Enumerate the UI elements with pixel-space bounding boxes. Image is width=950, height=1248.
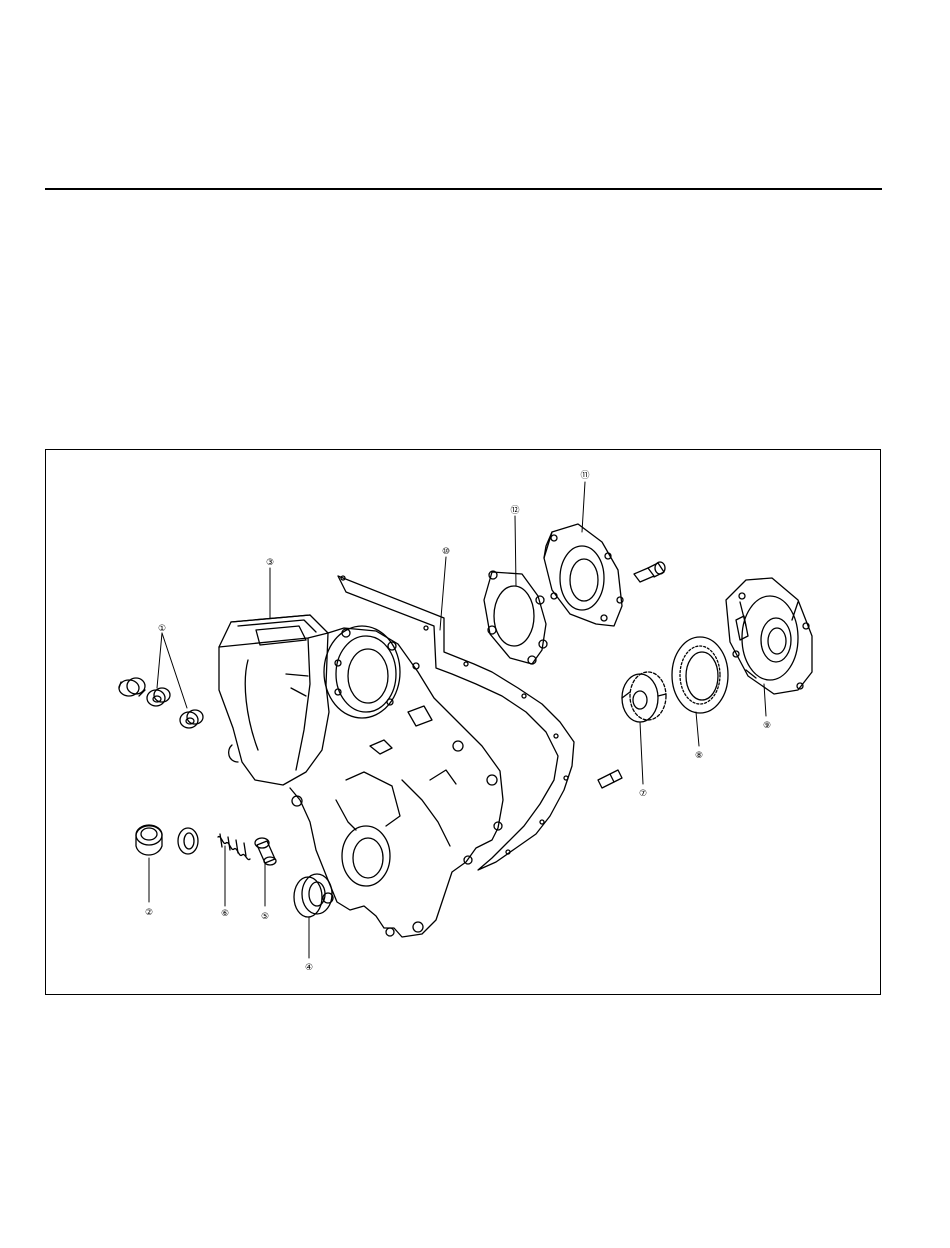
callout-c10: ⑩ <box>442 547 450 557</box>
callout-c1: ① <box>158 624 166 634</box>
part-gear <box>622 672 666 722</box>
leader-lines <box>149 482 766 958</box>
part-cover <box>544 524 623 626</box>
part-washer <box>178 828 198 854</box>
callout-c5: ⑤ <box>261 912 269 922</box>
leader-c8 <box>696 712 699 746</box>
part-gear-case <box>219 615 503 937</box>
callout-c2: ② <box>145 908 153 918</box>
part-pump-body <box>726 578 812 694</box>
part-bushings <box>119 678 203 728</box>
callout-c7: ⑦ <box>639 789 647 799</box>
leader-c7 <box>640 722 643 784</box>
part-gasket <box>338 576 574 870</box>
part-ring-gear <box>672 637 728 713</box>
callout-c6: ⑥ <box>221 909 229 919</box>
diagram-canvas: ① ② ③ ④ ⑤ ⑥ ⑦ ⑧ ⑨ ⑩ ⑪ ⑫ <box>46 450 882 996</box>
leader-c12 <box>515 516 516 586</box>
leader-c11 <box>582 482 585 532</box>
part-bolt-lower <box>598 770 622 788</box>
callout-c9: ⑨ <box>763 721 771 731</box>
part-plug <box>136 825 162 855</box>
leader-c10 <box>440 557 446 630</box>
exploded-parts-diagram: ① ② ③ ④ ⑤ ⑥ ⑦ ⑧ ⑨ ⑩ ⑪ ⑫ <box>45 449 881 995</box>
part-bolt-upper <box>634 562 665 582</box>
callout-c8: ⑧ <box>695 751 703 761</box>
part-spring <box>218 834 250 860</box>
leader-c1a <box>157 633 162 688</box>
part-plunger <box>255 838 276 865</box>
header-rule <box>45 188 882 190</box>
part-oil-seal <box>294 874 332 917</box>
callout-c12: ⑫ <box>510 505 519 516</box>
bushing-1 <box>119 678 145 696</box>
callout-c11: ⑪ <box>580 470 589 481</box>
callout-c3: ③ <box>266 558 274 568</box>
callout-c4: ④ <box>305 963 313 973</box>
bushing-2 <box>147 688 170 706</box>
bushing-3 <box>180 710 203 728</box>
leader-c1b <box>162 633 187 708</box>
